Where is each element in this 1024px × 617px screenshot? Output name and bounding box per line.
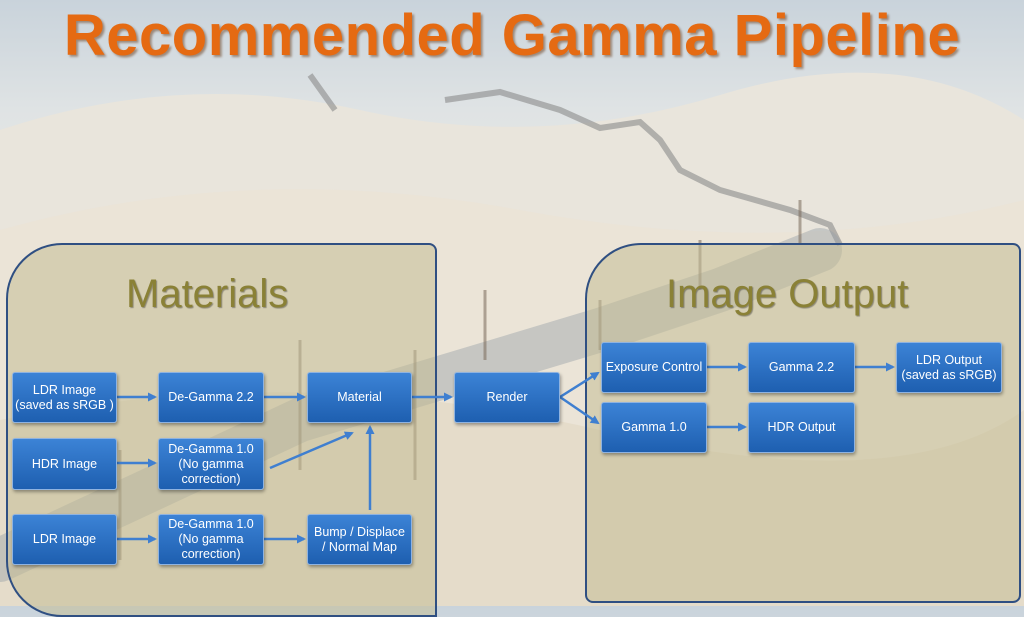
node-gamma-1-0: Gamma 1.0 xyxy=(601,402,707,453)
node-bump-displace-normal: Bump / Displace / Normal Map xyxy=(307,514,412,565)
materials-panel-title: Materials xyxy=(126,272,289,316)
node-hdr-image: HDR Image xyxy=(12,438,117,490)
node-exposure-control: Exposure Control xyxy=(601,342,707,393)
page-title: Recommended Gamma Pipeline xyxy=(63,3,961,68)
node-hdr-output: HDR Output xyxy=(748,402,855,453)
node-degamma-1-0-ldr: De-Gamma 1.0 (No gamma correction) xyxy=(158,514,264,565)
node-ldr-output: LDR Output (saved as sRGB) xyxy=(896,342,1002,393)
node-material: Material xyxy=(307,372,412,423)
pipeline-distant xyxy=(307,73,843,247)
node-gamma-2-2: Gamma 2.2 xyxy=(748,342,855,393)
node-degamma-1-0-hdr: De-Gamma 1.0 (No gamma correction) xyxy=(158,438,264,490)
image-output-panel-title: Image Output xyxy=(666,272,909,316)
node-ldr-image-srgb: LDR Image (saved as sRGB ) xyxy=(12,372,117,423)
node-degamma-2-2: De-Gamma 2.2 xyxy=(158,372,264,423)
arrow-render-to-gamma10 xyxy=(559,395,600,425)
arrow-degamma10-to-material xyxy=(269,431,354,470)
node-ldr-image: LDR Image xyxy=(12,514,117,565)
node-render: Render xyxy=(454,372,560,423)
arrow-render-to-exposure xyxy=(559,371,600,399)
